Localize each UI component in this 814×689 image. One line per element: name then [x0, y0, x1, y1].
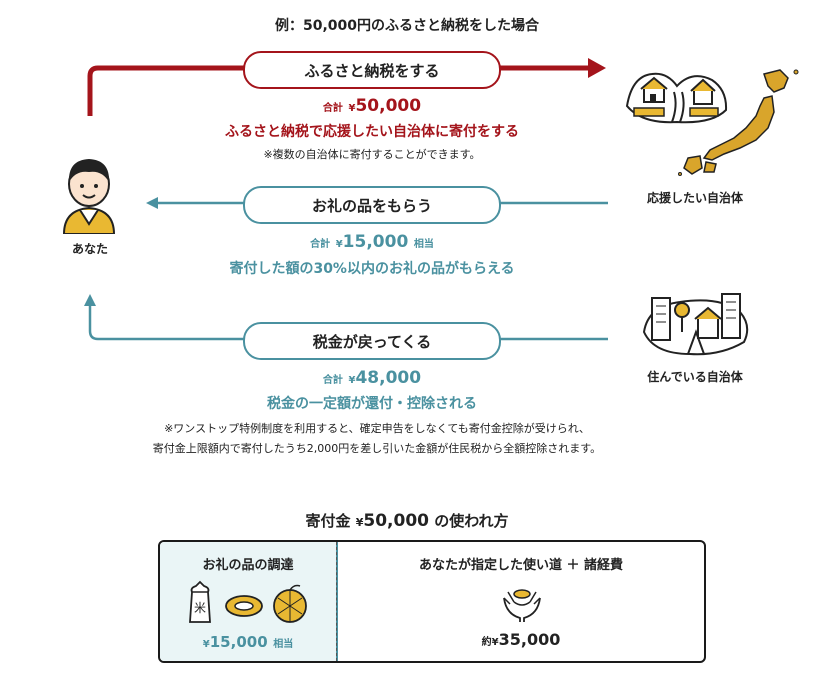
usage-title-pre: 寄付金: [305, 512, 351, 530]
tax-note-line2: 寄付金上限額内で寄付したうち2,000円を差し引いた金額が住民税から全額控除され…: [152, 442, 602, 455]
meat-icon: [225, 595, 263, 617]
gift-total: 合計 ¥15,000 相当: [200, 232, 544, 252]
svg-text:米: 米: [194, 601, 206, 615]
donate-total-yen: ¥: [348, 103, 356, 114]
tax-total-amount: 48,000: [355, 368, 422, 388]
gift-procurement-value: 15,000: [209, 633, 268, 651]
usage-title: 寄付金 ¥50,000 の使われ方: [200, 510, 614, 531]
designated-use-amount: 約¥35,000: [338, 630, 704, 649]
designated-use-panel: あなたが指定した使い道 ＋ 諸経費 約¥35,000: [338, 542, 704, 661]
designated-use-value: 35,000: [498, 630, 561, 649]
you-label: あなた: [71, 242, 108, 256]
tax-arrow: [88, 306, 608, 341]
you-avatar: [58, 150, 120, 238]
donate-note: ※複数の自治体に寄付することができます。: [263, 148, 481, 161]
usage-title-amount: 50,000: [363, 511, 429, 531]
donate-total: 合計 ¥50,000: [200, 96, 544, 116]
designated-use-title: あなたが指定した使い道 ＋ 諸経費: [418, 558, 624, 573]
support-municipality-label: 応援したい自治体: [646, 191, 743, 205]
hands-illustration: [500, 578, 544, 626]
village-icon: [625, 72, 728, 124]
hands-coin-icon: [503, 589, 541, 622]
rice-bag-icon: 米: [189, 580, 211, 623]
donate-total-amount: 50,000: [355, 96, 422, 116]
person-icon: [62, 159, 116, 235]
donate-total-prefix: 合計: [322, 103, 343, 114]
donation-arrowhead: [588, 58, 606, 78]
resident-municipality-illustration: [640, 292, 752, 364]
support-municipality-illustration: [622, 66, 732, 130]
gift-arrowhead: [146, 197, 158, 209]
resident-municipality-label: 住んでいる自治体: [647, 370, 743, 384]
usage-title-post: の使われ方: [434, 512, 509, 530]
donation-arrow: [87, 65, 588, 116]
gift-total-prefix: 合計: [310, 239, 331, 250]
gift-items-illustration: 米: [186, 580, 312, 628]
tax-total: 合計 ¥48,000: [200, 368, 544, 388]
gift-total-suffix: 相当: [413, 239, 434, 250]
japan-map-icon: [678, 69, 799, 176]
gift-pill: お礼の品をもらう: [243, 186, 501, 224]
page-heading: 例：50,000円のふるさと納税をした場合: [274, 18, 540, 34]
gift-procurement-amount: ¥15,000 相当: [160, 632, 336, 651]
gift-total-amount: 15,000: [342, 232, 409, 252]
panel-divider: [336, 542, 337, 661]
tax-arrowhead: [84, 294, 96, 306]
donate-pill: ふるさと納税をする: [243, 51, 501, 89]
city-icon: [642, 293, 749, 356]
gift-procurement-yen: ¥: [202, 639, 210, 650]
tax-total-yen: ¥: [348, 375, 356, 386]
designated-use-prefix: 約: [481, 637, 492, 648]
melon-icon: [273, 584, 307, 623]
tax-total-prefix: 合計: [322, 375, 343, 386]
gift-procurement-suffix: 相当: [273, 639, 294, 650]
tax-description: 税金の一定額が還付・控除される: [267, 396, 477, 412]
usage-breakdown-box: お礼の品の調達 米 ¥15,000: [158, 540, 706, 663]
japan-map: [676, 68, 806, 182]
donate-description: ふるさと納税で応援したい自治体に寄付をする: [225, 124, 519, 140]
gift-description: 寄付した額の30%以内のお礼の品がもらえる: [229, 261, 515, 277]
gift-procurement-panel: お礼の品の調達 米 ¥15,000: [160, 542, 338, 661]
gift-total-yen: ¥: [335, 239, 343, 250]
tax-note-line1: ※ワンストップ特例制度を利用すると、確定申告をしなくても寄付金控除が受けられ、: [164, 422, 590, 435]
gift-procurement-title: お礼の品の調達: [202, 558, 294, 573]
usage-title-yen: ¥: [355, 516, 364, 529]
tax-pill: 税金が戻ってくる: [243, 322, 501, 360]
designated-use-yen: ¥: [491, 637, 499, 648]
